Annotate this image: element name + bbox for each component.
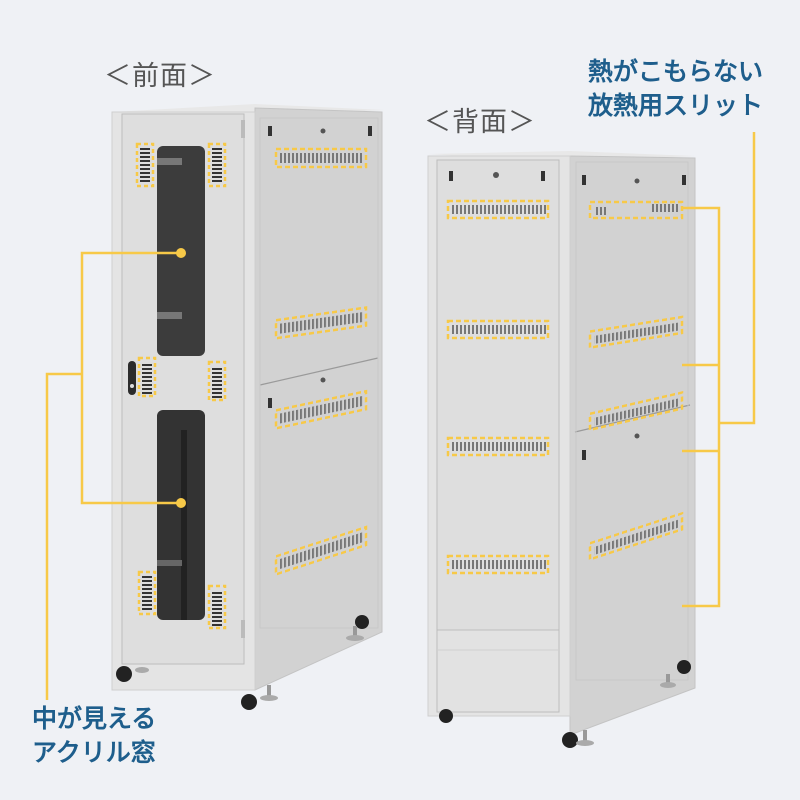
- acrylic-window-callout-line1: 中が見える: [32, 704, 157, 733]
- side-vent: [588, 315, 684, 350]
- rear-view-label: ＜背面＞: [424, 107, 536, 138]
- side-vent: [274, 147, 368, 169]
- server-rack-front-icon: [111, 104, 385, 710]
- vent-slit-callout-line2: 放熱用スリット: [588, 91, 764, 120]
- door-handle-icon: [128, 361, 136, 395]
- window-marker-upper: [176, 248, 186, 258]
- leveling-foot-icon: [135, 626, 364, 701]
- vent-slit-leader-lines: [682, 132, 756, 608]
- caster-wheel-icon: [439, 660, 691, 748]
- acrylic-window-callout: 中が見える アクリル窓: [32, 702, 156, 770]
- vent-slit-callout: 熱がこもらない 放熱用スリット: [588, 55, 763, 123]
- side-vent: [274, 389, 368, 430]
- side-vent: [588, 391, 684, 432]
- leveling-foot-icon: [576, 674, 676, 746]
- acrylic-window-lower: [157, 410, 205, 620]
- acrylic-window-leader-lines: [45, 251, 181, 700]
- door-vent: [135, 142, 227, 630]
- window-marker-lower: [176, 498, 186, 508]
- side-vent: [274, 306, 368, 340]
- side-vent: [588, 511, 684, 561]
- side-vent: [274, 525, 368, 576]
- front-view-label: ＜前面＞: [104, 61, 216, 92]
- rear-vent: [446, 199, 550, 575]
- side-vent: [588, 200, 684, 220]
- server-rack-rear-icon: [427, 151, 696, 748]
- caster-wheel-icon: [116, 615, 369, 710]
- vent-slit-callout-line1: 熱がこもらない: [588, 57, 764, 86]
- acrylic-window-callout-line2: アクリル窓: [32, 738, 156, 767]
